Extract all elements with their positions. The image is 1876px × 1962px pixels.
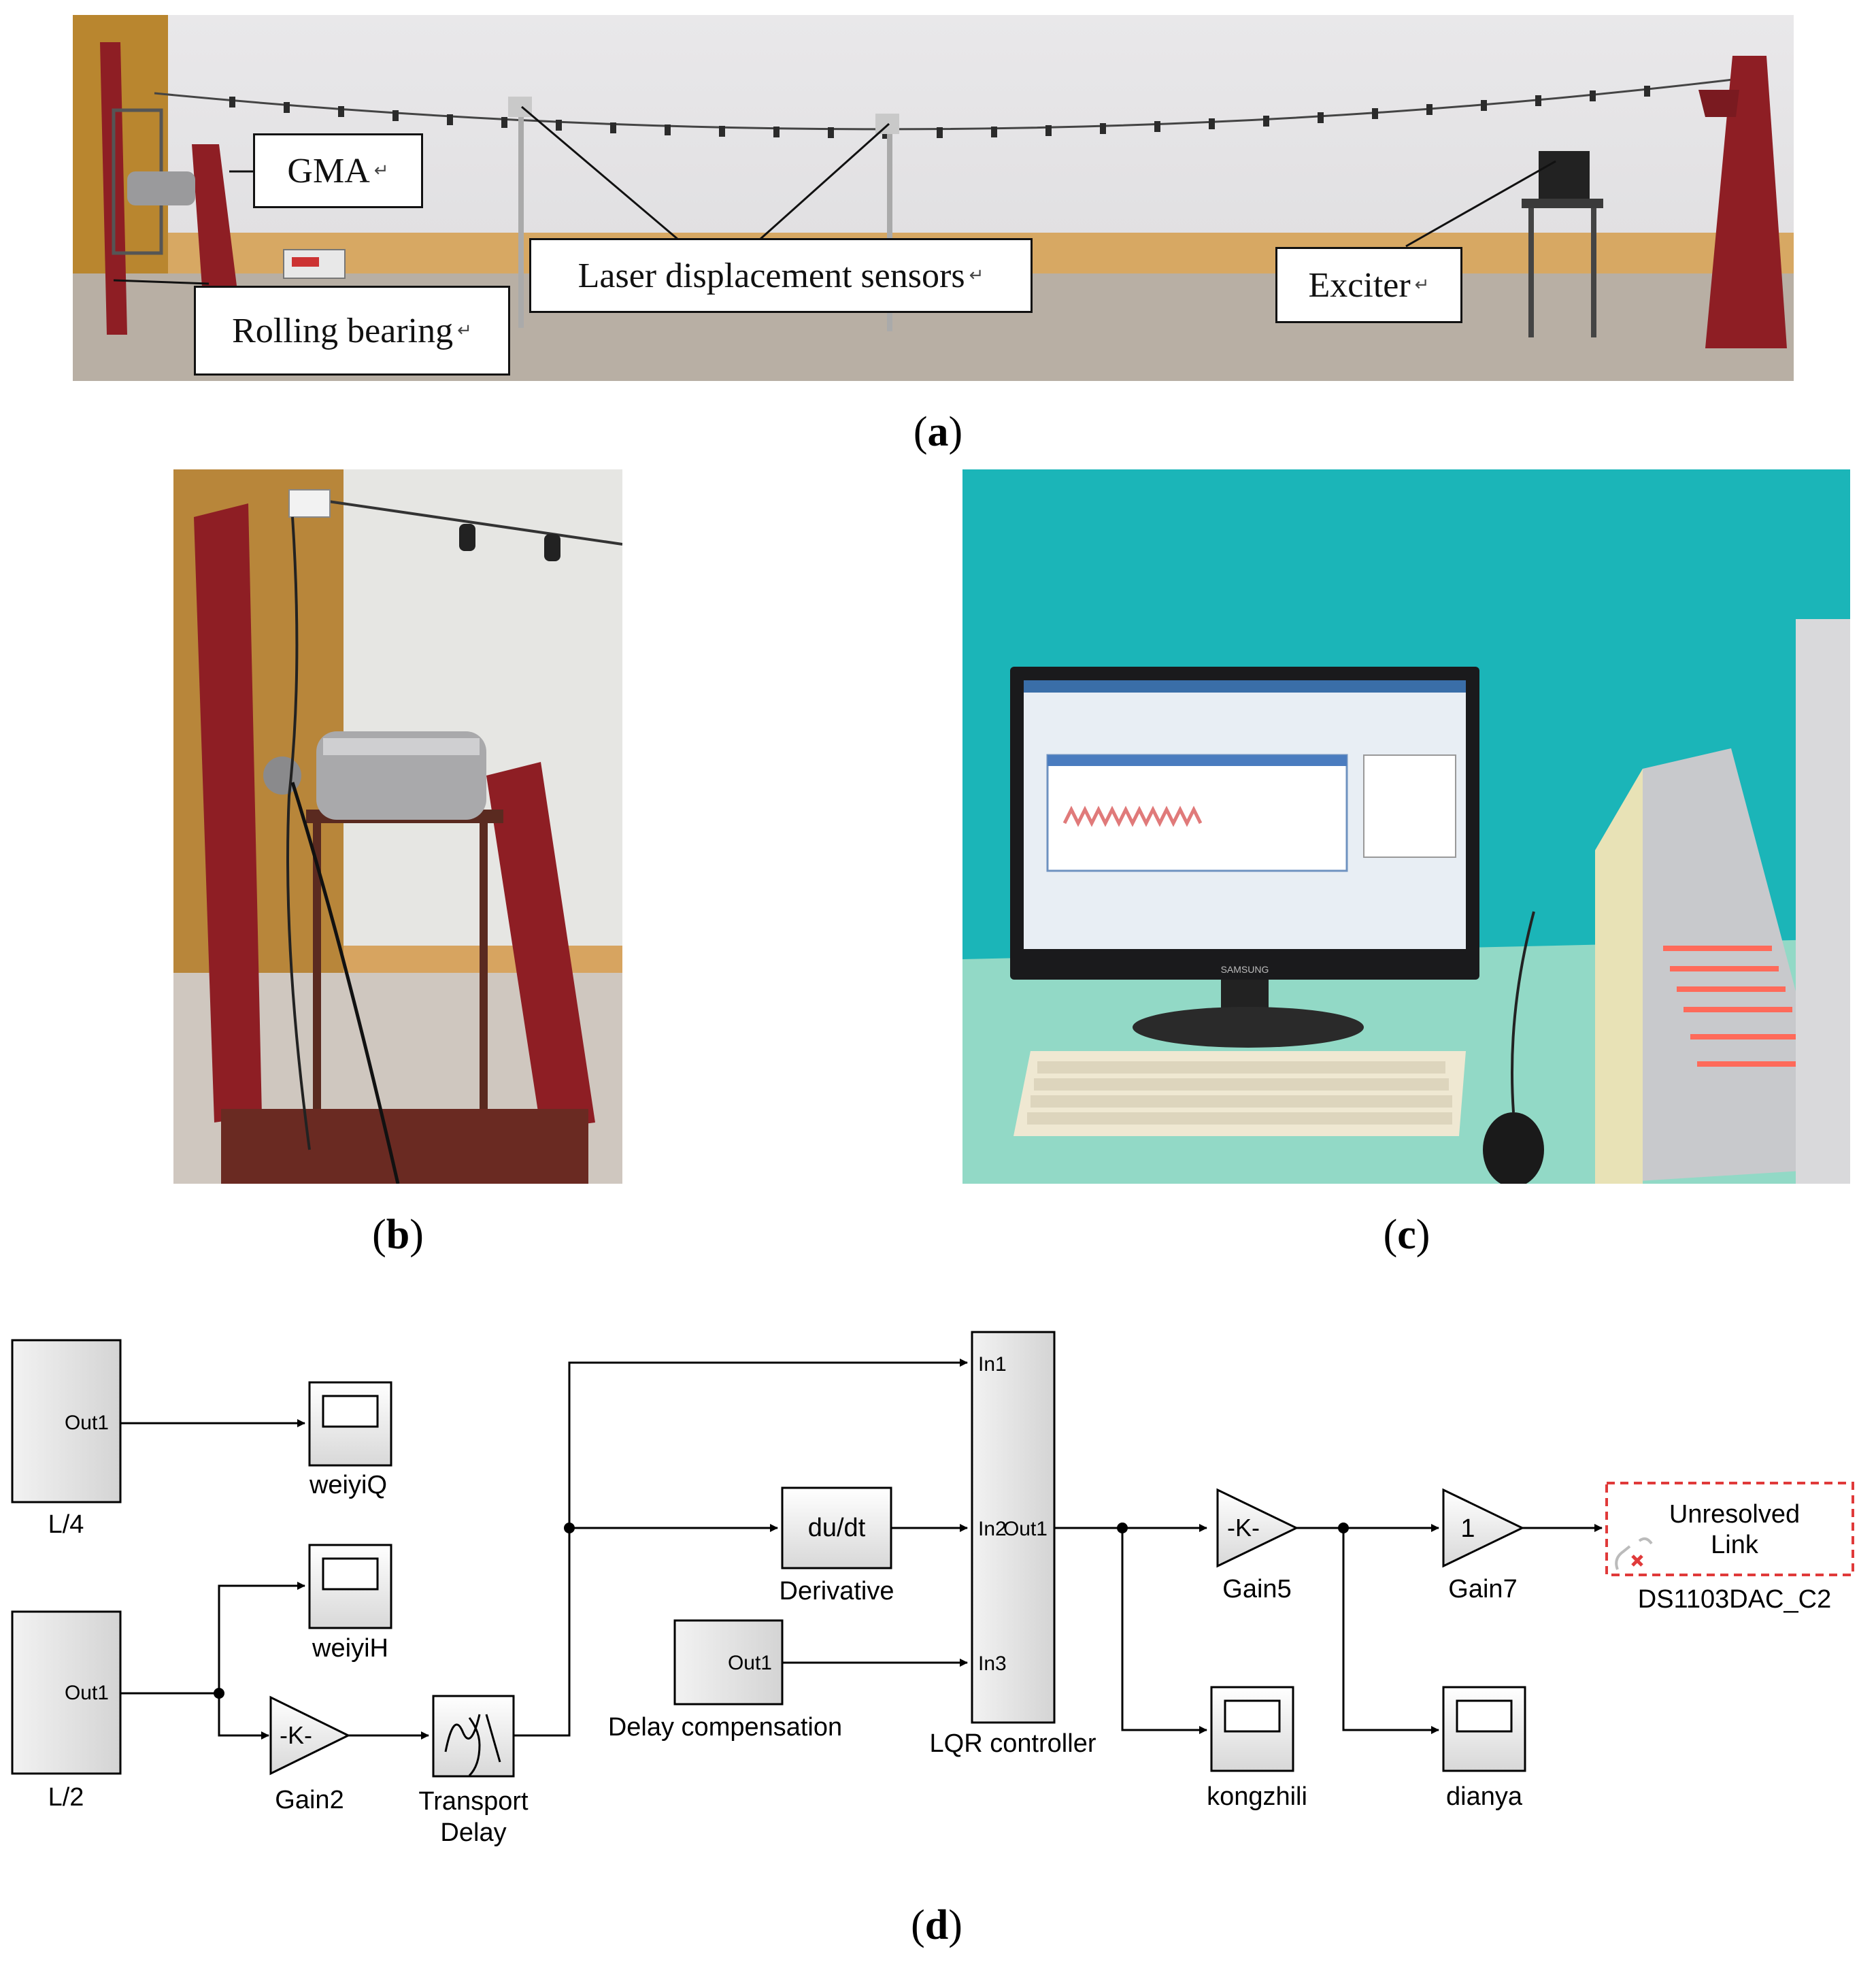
caption-a: (a) — [913, 409, 963, 455]
wire-l2-gain2[interactable] — [218, 1693, 269, 1740]
block-lqr-in2: In2 — [978, 1518, 1007, 1540]
block-derivative[interactable]: du/dt Derivative — [780, 1486, 894, 1606]
block-delay-compensation-port: Out1 — [728, 1652, 772, 1674]
wire-lqr-kongzhili[interactable] — [1121, 1528, 1207, 1734]
label-exciter-text: Exciter — [1308, 265, 1411, 305]
label-rolling-bearing: Rolling bearing↵ — [194, 286, 510, 376]
block-unresolved-line2: Link — [1711, 1531, 1759, 1559]
junction-gain5 — [1338, 1523, 1349, 1533]
block-l4-label: L/4 — [48, 1510, 84, 1539]
caption-d: (d) — [911, 1902, 962, 1948]
block-gain2-label: Gain2 — [275, 1786, 344, 1814]
block-gain2-value: -K- — [280, 1721, 312, 1749]
block-l4-port: Out1 — [65, 1412, 109, 1434]
label-gma: GMA↵ — [253, 133, 423, 208]
block-lqr-in1: In1 — [978, 1353, 1007, 1376]
block-gain7-value: 1 — [1460, 1514, 1475, 1543]
caption-d-letter: d — [924, 1902, 949, 1948]
block-transport-delay[interactable]: Transport Delay — [418, 1695, 529, 1847]
junction-delay — [564, 1523, 575, 1533]
block-dianya-label: dianya — [1446, 1782, 1523, 1811]
block-lqr-in3: In3 — [978, 1652, 1007, 1675]
block-gain5[interactable]: -K- Gain5 — [1216, 1488, 1299, 1603]
block-delay-compensation-label: Delay compensation — [608, 1713, 842, 1742]
block-dianya-scope[interactable]: dianya — [1442, 1686, 1526, 1811]
transport-delay-icon — [444, 1714, 501, 1777]
block-weiyiH-scope[interactable]: weiyiH — [308, 1544, 392, 1663]
junction-lqr — [1117, 1523, 1128, 1533]
block-l2-port: Out1 — [65, 1682, 109, 1704]
monitor-brand: SAMSUNG — [1221, 964, 1269, 975]
label-laser-sensors-text: Laser displacement sensors — [577, 256, 965, 295]
block-l2-label: L/2 — [48, 1783, 84, 1812]
caption-b-letter: b — [386, 1212, 410, 1258]
wire-gain5-dianya[interactable] — [1342, 1528, 1439, 1734]
wire-l2-weiyiH[interactable] — [218, 1582, 305, 1693]
block-unresolved-label: DS1103DAC_C2 — [1638, 1585, 1831, 1614]
block-gain7[interactable]: 1 Gain7 — [1442, 1488, 1525, 1603]
block-unresolved-link[interactable]: Unresolved Link DS1103DAC_C2 — [1605, 1482, 1854, 1614]
simulink-diagram: Out1 L/4 Out1 L/2 weiyiQ weiyiH -K- Gain… — [11, 1331, 1854, 1847]
block-l4[interactable]: Out1 L/4 — [11, 1339, 122, 1539]
label-exciter: Exciter↵ — [1275, 247, 1462, 323]
block-weiyiH-label: weiyiH — [312, 1634, 388, 1663]
block-weiyiQ-label: weiyiQ — [309, 1471, 387, 1499]
block-transport-delay-label2: Delay — [440, 1818, 506, 1847]
caption-a-letter: a — [927, 409, 949, 455]
block-gain5-value: -K- — [1227, 1514, 1260, 1542]
label-rolling-bearing-text: Rolling bearing — [232, 311, 454, 350]
block-derivative-label: Derivative — [780, 1577, 894, 1606]
block-kongzhili-scope[interactable]: kongzhili — [1207, 1686, 1307, 1811]
caption-c: (c) — [1383, 1212, 1430, 1258]
label-laser-sensors: Laser displacement sensors↵ — [529, 238, 1033, 313]
caption-b: (b) — [372, 1212, 424, 1258]
block-delay-compensation[interactable]: Out1 Delay compensation — [608, 1619, 842, 1742]
block-lqr-out1: Out1 — [1003, 1518, 1048, 1540]
photo-gma-actuator — [173, 469, 622, 1184]
wire-delay-in1[interactable] — [514, 1359, 968, 1737]
block-transport-delay-label1: Transport — [418, 1787, 529, 1816]
block-lqr-label: LQR controller — [930, 1729, 1096, 1758]
block-gain2[interactable]: -K- Gain2 — [269, 1695, 351, 1814]
block-unresolved-line1: Unresolved — [1669, 1500, 1800, 1529]
label-gma-text: GMA — [287, 151, 370, 190]
block-weiyiQ-scope[interactable]: weiyiQ — [308, 1381, 392, 1499]
junction-l2 — [214, 1688, 224, 1699]
block-lqr-controller[interactable]: In1 In2 Out1 In3 LQR controller — [930, 1331, 1096, 1758]
broken-link-icon — [1615, 1537, 1653, 1570]
caption-c-letter: c — [1397, 1212, 1416, 1258]
block-l2[interactable]: Out1 L/2 — [11, 1610, 122, 1812]
block-gain5-label: Gain5 — [1222, 1575, 1291, 1603]
block-kongzhili-label: kongzhili — [1207, 1782, 1307, 1811]
block-gain7-label: Gain7 — [1448, 1575, 1517, 1603]
block-derivative-value: du/dt — [808, 1514, 866, 1542]
photo-control-computer: SAMSUNG — [962, 469, 1850, 1184]
